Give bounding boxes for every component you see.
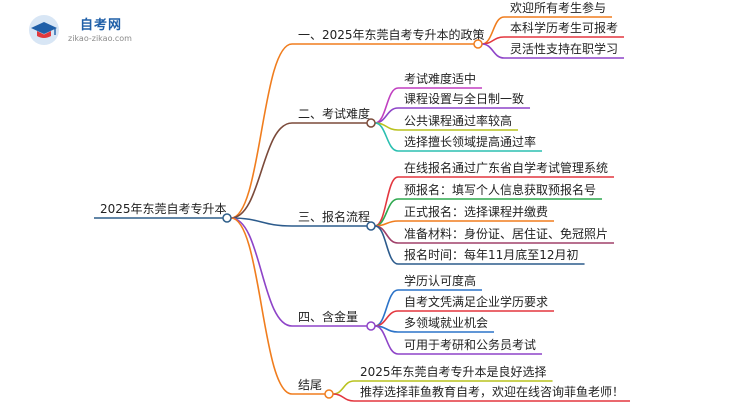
branch-2-label[interactable]: 二、考试难度 <box>298 106 370 121</box>
logo-title: 自考网 <box>80 18 123 33</box>
branch-3-child-5-link <box>374 225 399 265</box>
branch-4-child-2-label[interactable]: 自考文凭满足企业学历要求 <box>404 294 548 309</box>
root-node-toggle[interactable] <box>222 213 232 223</box>
branch-4-label[interactable]: 四、含金量 <box>298 309 358 324</box>
branch-5-child-2-link <box>332 393 355 402</box>
branch-1-child-1-label[interactable]: 欢迎所有考生参与 <box>510 0 606 15</box>
branch-3-child-5-label[interactable]: 报名时间：每年11月底至12月初 <box>404 247 579 262</box>
branch-4-toggle[interactable] <box>366 321 376 331</box>
branch-3-link <box>230 217 293 227</box>
branch-3-child-4-label[interactable]: 准备材料：身份证、居住证、免冠照片 <box>404 226 608 241</box>
mind-map-links <box>94 16 631 402</box>
logo-url: zikao-zikao.com <box>68 34 132 43</box>
branch-1-toggle[interactable] <box>473 39 483 49</box>
mind-map-nodes: 2025年东莞自考专升本 一、2025年东莞自考专升本的政策 欢迎所有考生参与本科学… <box>100 0 624 399</box>
branch-4-child-3-label[interactable]: 多领域就业机会 <box>404 316 488 330</box>
branch-3-label[interactable]: 三、报名流程 <box>298 209 370 224</box>
branch-2-child-2-label[interactable]: 课程设置与全日制一致 <box>404 91 524 106</box>
branch-3-child-4-link <box>374 225 399 244</box>
branch-5-child-1-label[interactable]: 2025年东莞自考专升本是良好选择 <box>360 364 547 379</box>
branch-5-label[interactable]: 结尾 <box>298 378 322 392</box>
branch-2-child-3-label[interactable]: 公共课程通过率较高 <box>404 113 512 128</box>
branch-5-toggle[interactable] <box>324 389 334 399</box>
branch-5-child-2-label[interactable]: 推荐选择菲鱼教育自考，欢迎在线咨询菲鱼老师！ <box>360 384 624 399</box>
branch-1-link <box>230 43 293 219</box>
branch-2-child-1-link <box>374 87 399 124</box>
root-node-label[interactable]: 2025年东莞自考专升本 <box>100 201 227 216</box>
branch-1-label[interactable]: 一、2025年东莞自考专升本的政策 <box>298 27 485 42</box>
branch-4-child-1-label[interactable]: 学历认可度高 <box>404 273 476 288</box>
branch-3-child-3-label[interactable]: 正式报名：选择课程并缴费 <box>404 204 548 219</box>
branch-3-child-2-label[interactable]: 预报名：填写个人信息获取预报名号 <box>404 182 596 197</box>
branch-4-child-4-link <box>374 325 399 355</box>
branch-2-link <box>230 122 293 219</box>
site-logo[interactable]: 自考网 zikao-zikao.com <box>28 12 158 52</box>
branch-4-child-1-link <box>374 289 399 327</box>
graduation-cap-icon <box>29 15 59 45</box>
branch-5-link <box>230 217 293 395</box>
branch-4-link <box>230 217 293 327</box>
branch-5-child-1-link <box>332 380 355 395</box>
branch-1-child-3-label[interactable]: 灵活性支持在职学习 <box>510 41 618 56</box>
branch-2-toggle[interactable] <box>366 118 376 128</box>
branch-2-child-4-link <box>374 122 399 152</box>
branch-1-child-2-label[interactable]: 本科学历考生可报考 <box>510 20 618 35</box>
branch-1-child-2-link <box>481 36 505 45</box>
branch-2-child-4-label[interactable]: 选择擅长领域提高通过率 <box>404 134 536 149</box>
branch-3-toggle[interactable] <box>366 221 376 231</box>
branch-1-child-3-link <box>481 43 505 59</box>
branch-2-child-1-label[interactable]: 考试难度适中 <box>404 71 476 86</box>
branch-3-child-1-link <box>374 176 399 227</box>
branch-3-child-1-label[interactable]: 在线报名通过广东省自学考试管理系统 <box>404 160 608 175</box>
branch-4-child-4-label[interactable]: 可用于考研和公务员考试 <box>404 337 536 352</box>
